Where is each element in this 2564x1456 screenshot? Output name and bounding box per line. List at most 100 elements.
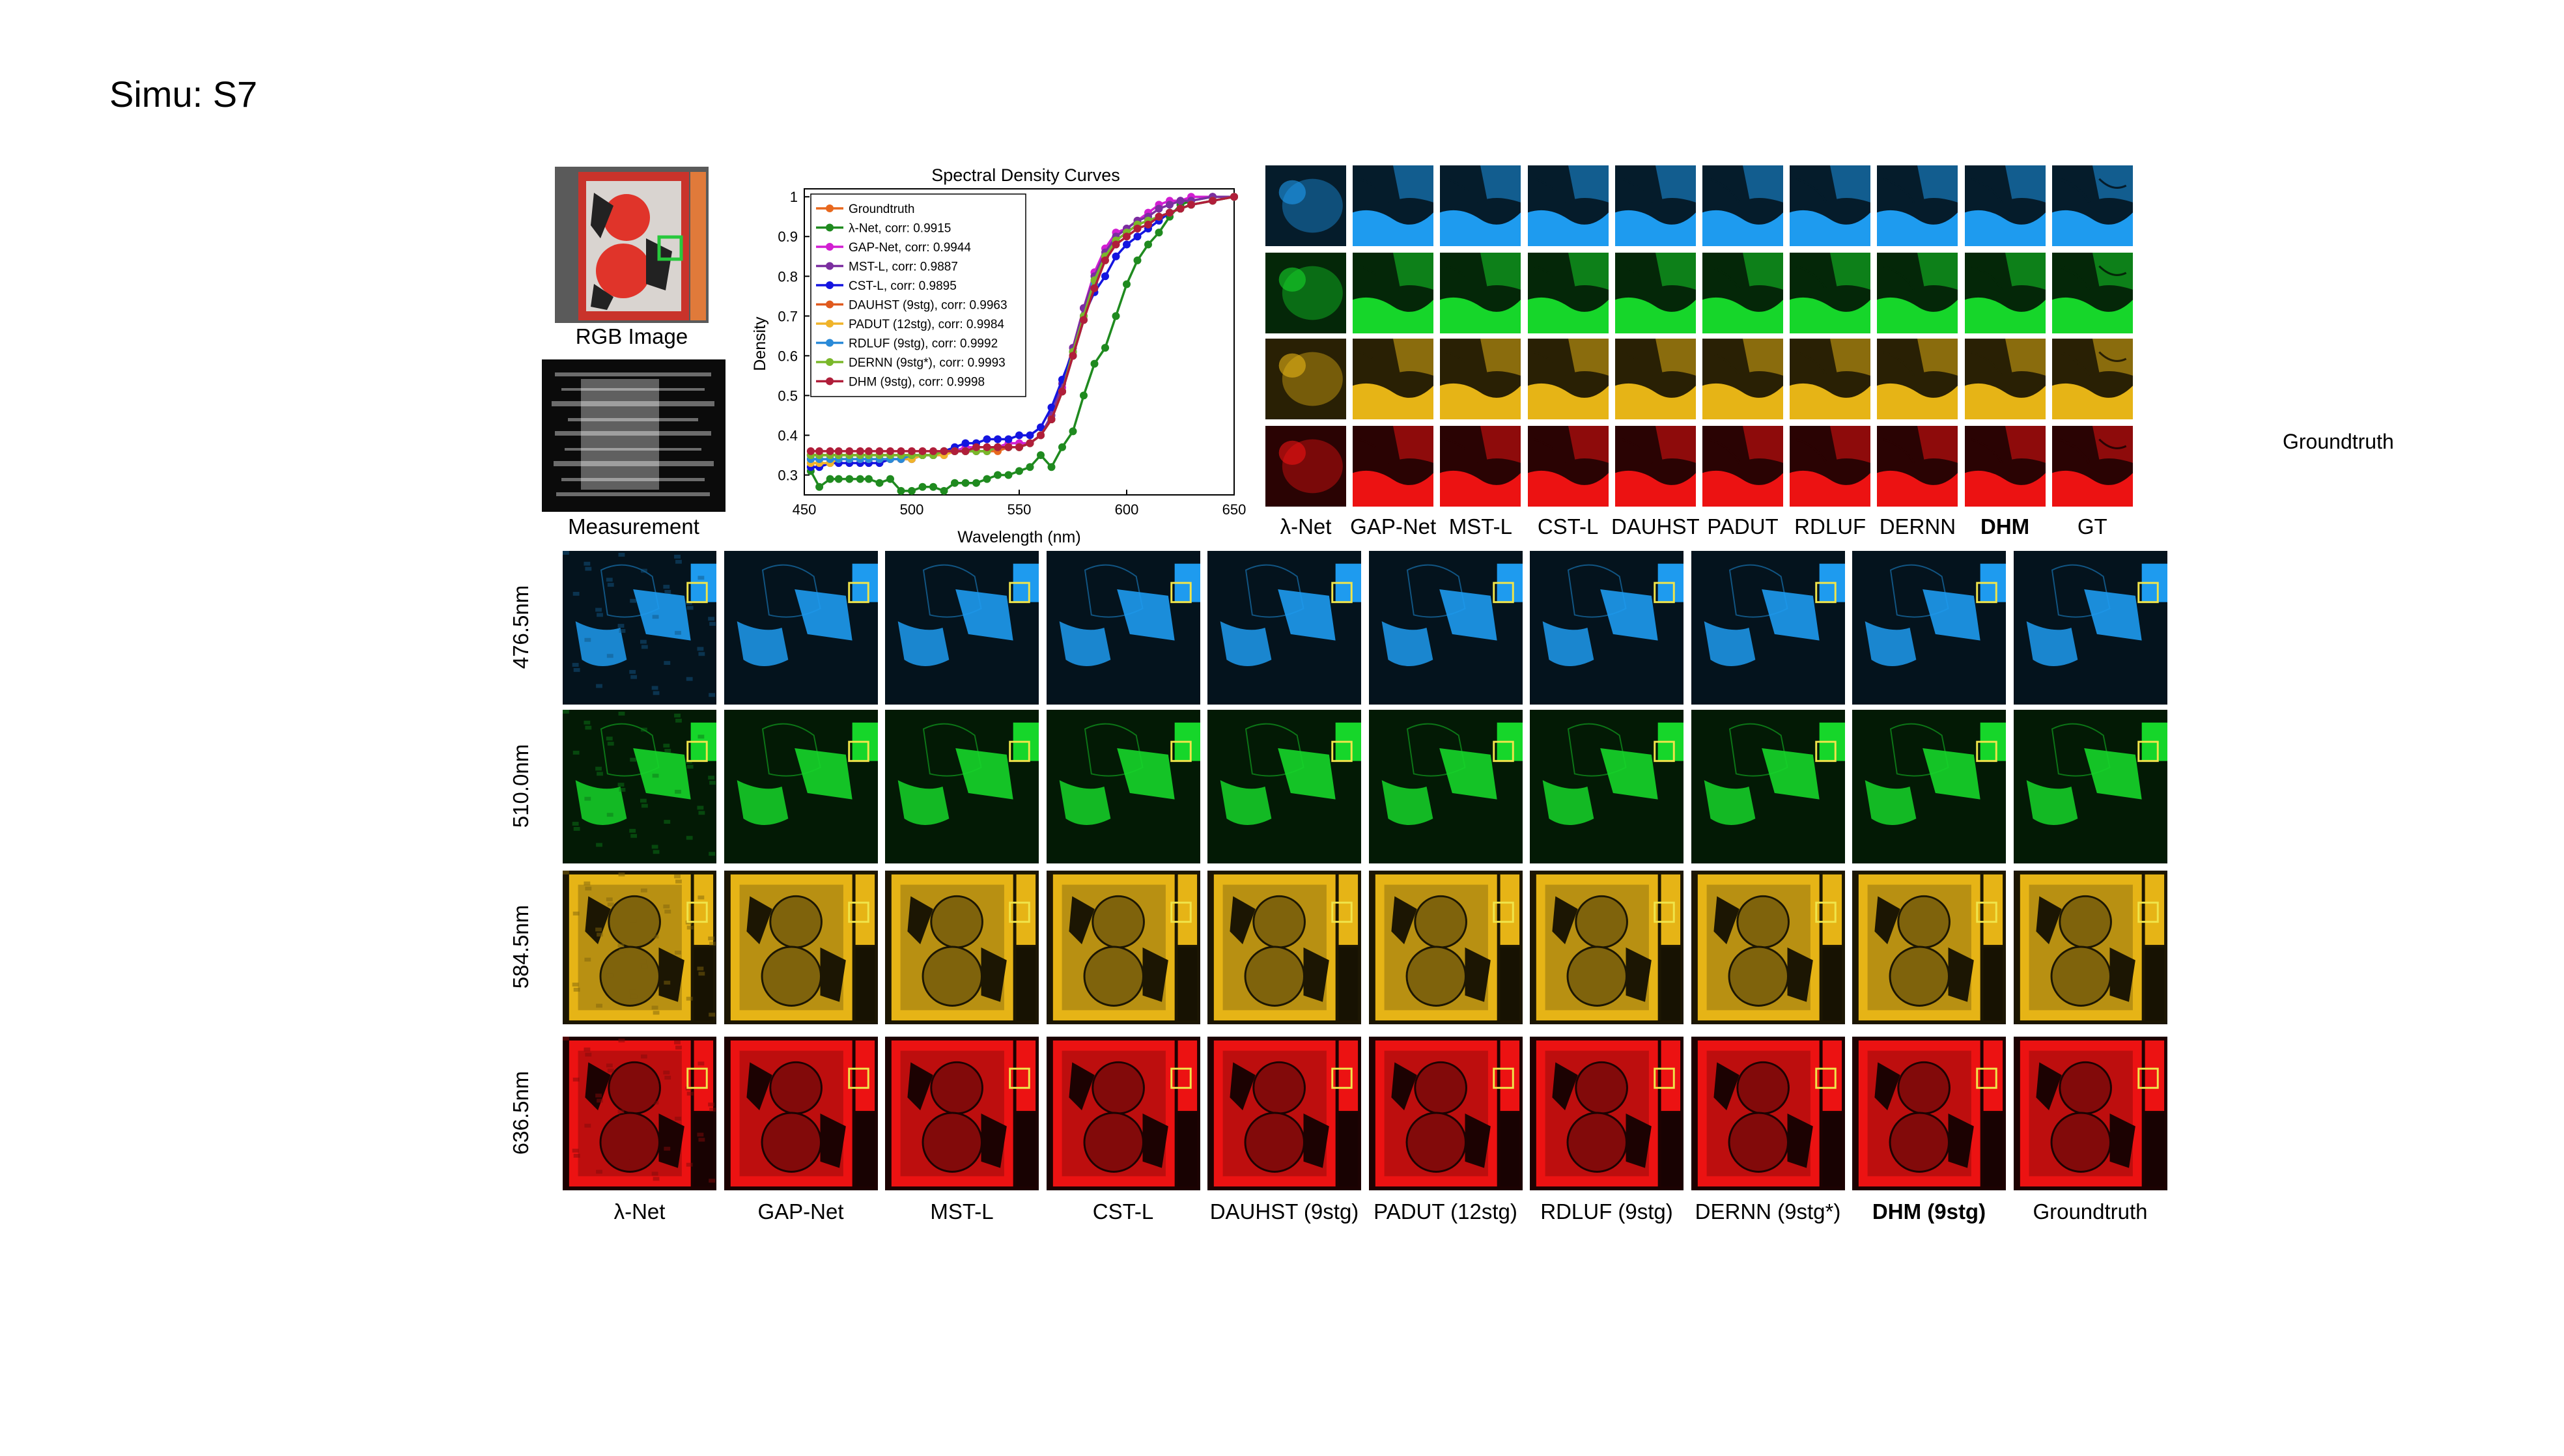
method-caption: GAP-Net [757, 1199, 844, 1224]
reconstruction-tile [1852, 871, 2006, 1024]
data-point [1187, 201, 1195, 209]
patch-caption: DAUHST [1611, 514, 1700, 539]
data-point [1166, 201, 1174, 209]
legend-entry: GAP-Net, corr: 0.9944 [849, 241, 971, 255]
patch-tile [1790, 165, 1871, 246]
reconstruction-tile [1046, 551, 1200, 705]
patch-tile [1440, 165, 1521, 246]
data-point [1176, 204, 1185, 213]
data-point [1004, 435, 1013, 443]
data-point [865, 447, 873, 455]
patch-tile [1964, 253, 2046, 333]
data-point [875, 479, 884, 487]
patch-tile [1265, 426, 1346, 507]
data-point [994, 471, 1002, 479]
data-point [1026, 439, 1034, 447]
measurement-caption: Measurement [568, 514, 699, 539]
data-point [908, 486, 916, 495]
data-point [929, 447, 937, 455]
reconstruction-tile [1368, 871, 1523, 1024]
data-point [1155, 229, 1163, 237]
method-caption: CST-L [1092, 1199, 1154, 1224]
reconstruction-tile [885, 551, 1039, 705]
data-point [1047, 415, 1056, 424]
patch-tile [1614, 339, 1696, 419]
reconstruction-tile [724, 871, 878, 1024]
patch-caption: RDLUF [1794, 514, 1867, 539]
patch-caption: DERNN [1879, 514, 1956, 539]
data-point [1112, 312, 1120, 320]
x-tick-label: 450 [793, 501, 817, 518]
data-point [1004, 443, 1013, 451]
data-point [1080, 391, 1088, 400]
patch-tile [1527, 339, 1609, 419]
patch-tile [1265, 339, 1346, 419]
data-point [908, 447, 916, 455]
data-point [1155, 212, 1163, 221]
reconstruction-tile [1852, 710, 2006, 863]
reconstruction-tile [563, 871, 716, 1024]
slide-title: Simu: S7 [109, 74, 258, 115]
reconstruction-tile [2013, 1037, 2167, 1190]
legend-entry: DHM (9stg), corr: 0.9998 [849, 376, 985, 389]
reconstruction-tile [724, 710, 878, 863]
reconstruction-tile [2013, 871, 2167, 1024]
reconstruction-tile [1691, 1037, 1845, 1190]
measurement-image [542, 359, 726, 512]
patch-tile [1702, 426, 1783, 507]
x-axis-label: Wavelength (nm) [957, 528, 1080, 546]
reconstruction-tile [1207, 1037, 1361, 1190]
wavelength-label: 636.5nm [509, 1071, 533, 1155]
patch-caption: GT [2077, 514, 2107, 539]
reconstruction-tile [1368, 551, 1523, 705]
rgb-image-caption: RGB Image [575, 324, 688, 348]
data-point [1133, 232, 1142, 241]
legend-marker [826, 339, 834, 347]
data-point [1144, 240, 1152, 249]
patch-tile [1790, 339, 1871, 419]
data-point [1026, 431, 1034, 440]
data-point [1101, 256, 1109, 264]
reconstruction-tile [1530, 551, 1684, 705]
patch-tile [1353, 426, 1434, 507]
legend-entry: Groundtruth [849, 203, 914, 216]
legend-entry: DERNN (9stg*), corr: 0.9993 [849, 356, 1006, 370]
legend-marker [826, 281, 834, 289]
legend-box [810, 193, 1026, 397]
data-point [886, 475, 894, 483]
legend-entry: DAUHST (9stg), corr: 0.9963 [849, 299, 1007, 313]
x-tick-label: 500 [900, 501, 924, 518]
data-point [1058, 443, 1066, 451]
data-point [886, 447, 894, 455]
data-point [815, 447, 824, 455]
patch-tile [1614, 253, 1696, 333]
data-point [1090, 284, 1099, 292]
series-9 [806, 193, 1238, 455]
method-caption: DHM (9stg) [1872, 1199, 1986, 1224]
legend-entry: RDLUF (9stg), corr: 0.9992 [849, 337, 998, 351]
patch-tile [1964, 165, 2046, 246]
x-tick-label: 550 [1007, 501, 1032, 518]
wavelength-label: 584.5nm [509, 904, 533, 989]
reconstruction-tile [885, 871, 1039, 1024]
patch-tile [2051, 253, 2133, 333]
data-point [1133, 225, 1142, 233]
patch-caption: GAP-Net [1350, 514, 1437, 539]
x-tick-label: 650 [1222, 501, 1247, 518]
data-point [1144, 220, 1152, 229]
data-point [1037, 423, 1045, 432]
reconstruction-tile [724, 551, 878, 705]
data-point [1112, 240, 1120, 249]
reconstruction-tile [1530, 710, 1684, 863]
data-point [1026, 463, 1034, 471]
data-point [1004, 471, 1013, 479]
data-point [826, 475, 834, 483]
data-point [1037, 451, 1045, 459]
y-tick-label: 0.9 [778, 229, 798, 245]
data-point [865, 475, 873, 483]
patch-tile [1614, 426, 1696, 507]
y-axis-label: Density [752, 316, 769, 371]
data-point [961, 447, 970, 455]
